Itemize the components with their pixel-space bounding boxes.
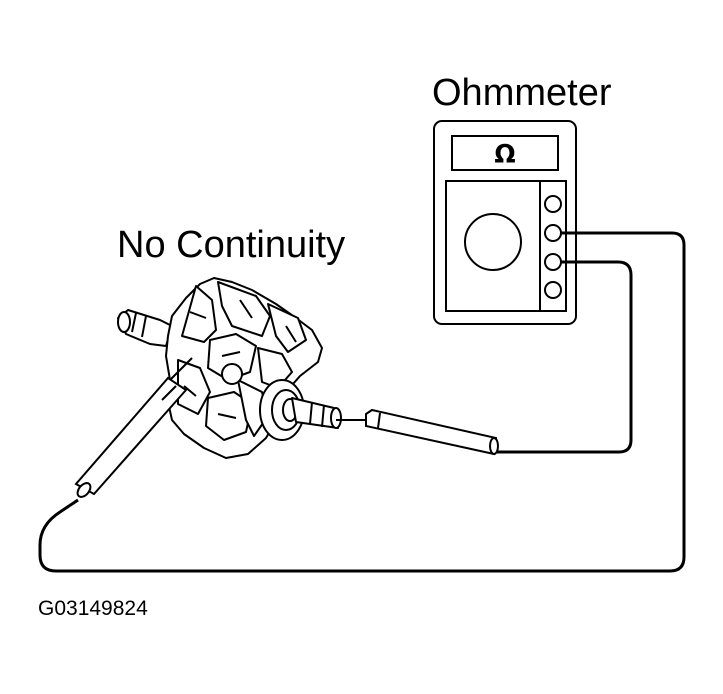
ohmmeter-icon xyxy=(433,120,577,325)
no-continuity-label: No Continuity xyxy=(117,224,346,266)
test-probe-icon xyxy=(336,408,499,456)
ohm-symbol-display: Ω xyxy=(494,139,516,168)
test-probe-icon xyxy=(74,357,193,498)
rotor-icon xyxy=(117,277,342,459)
ohmmeter-label: Ohmmeter xyxy=(432,72,612,114)
figure-id: G03149824 xyxy=(38,597,148,620)
test-lead-wires xyxy=(38,231,686,573)
